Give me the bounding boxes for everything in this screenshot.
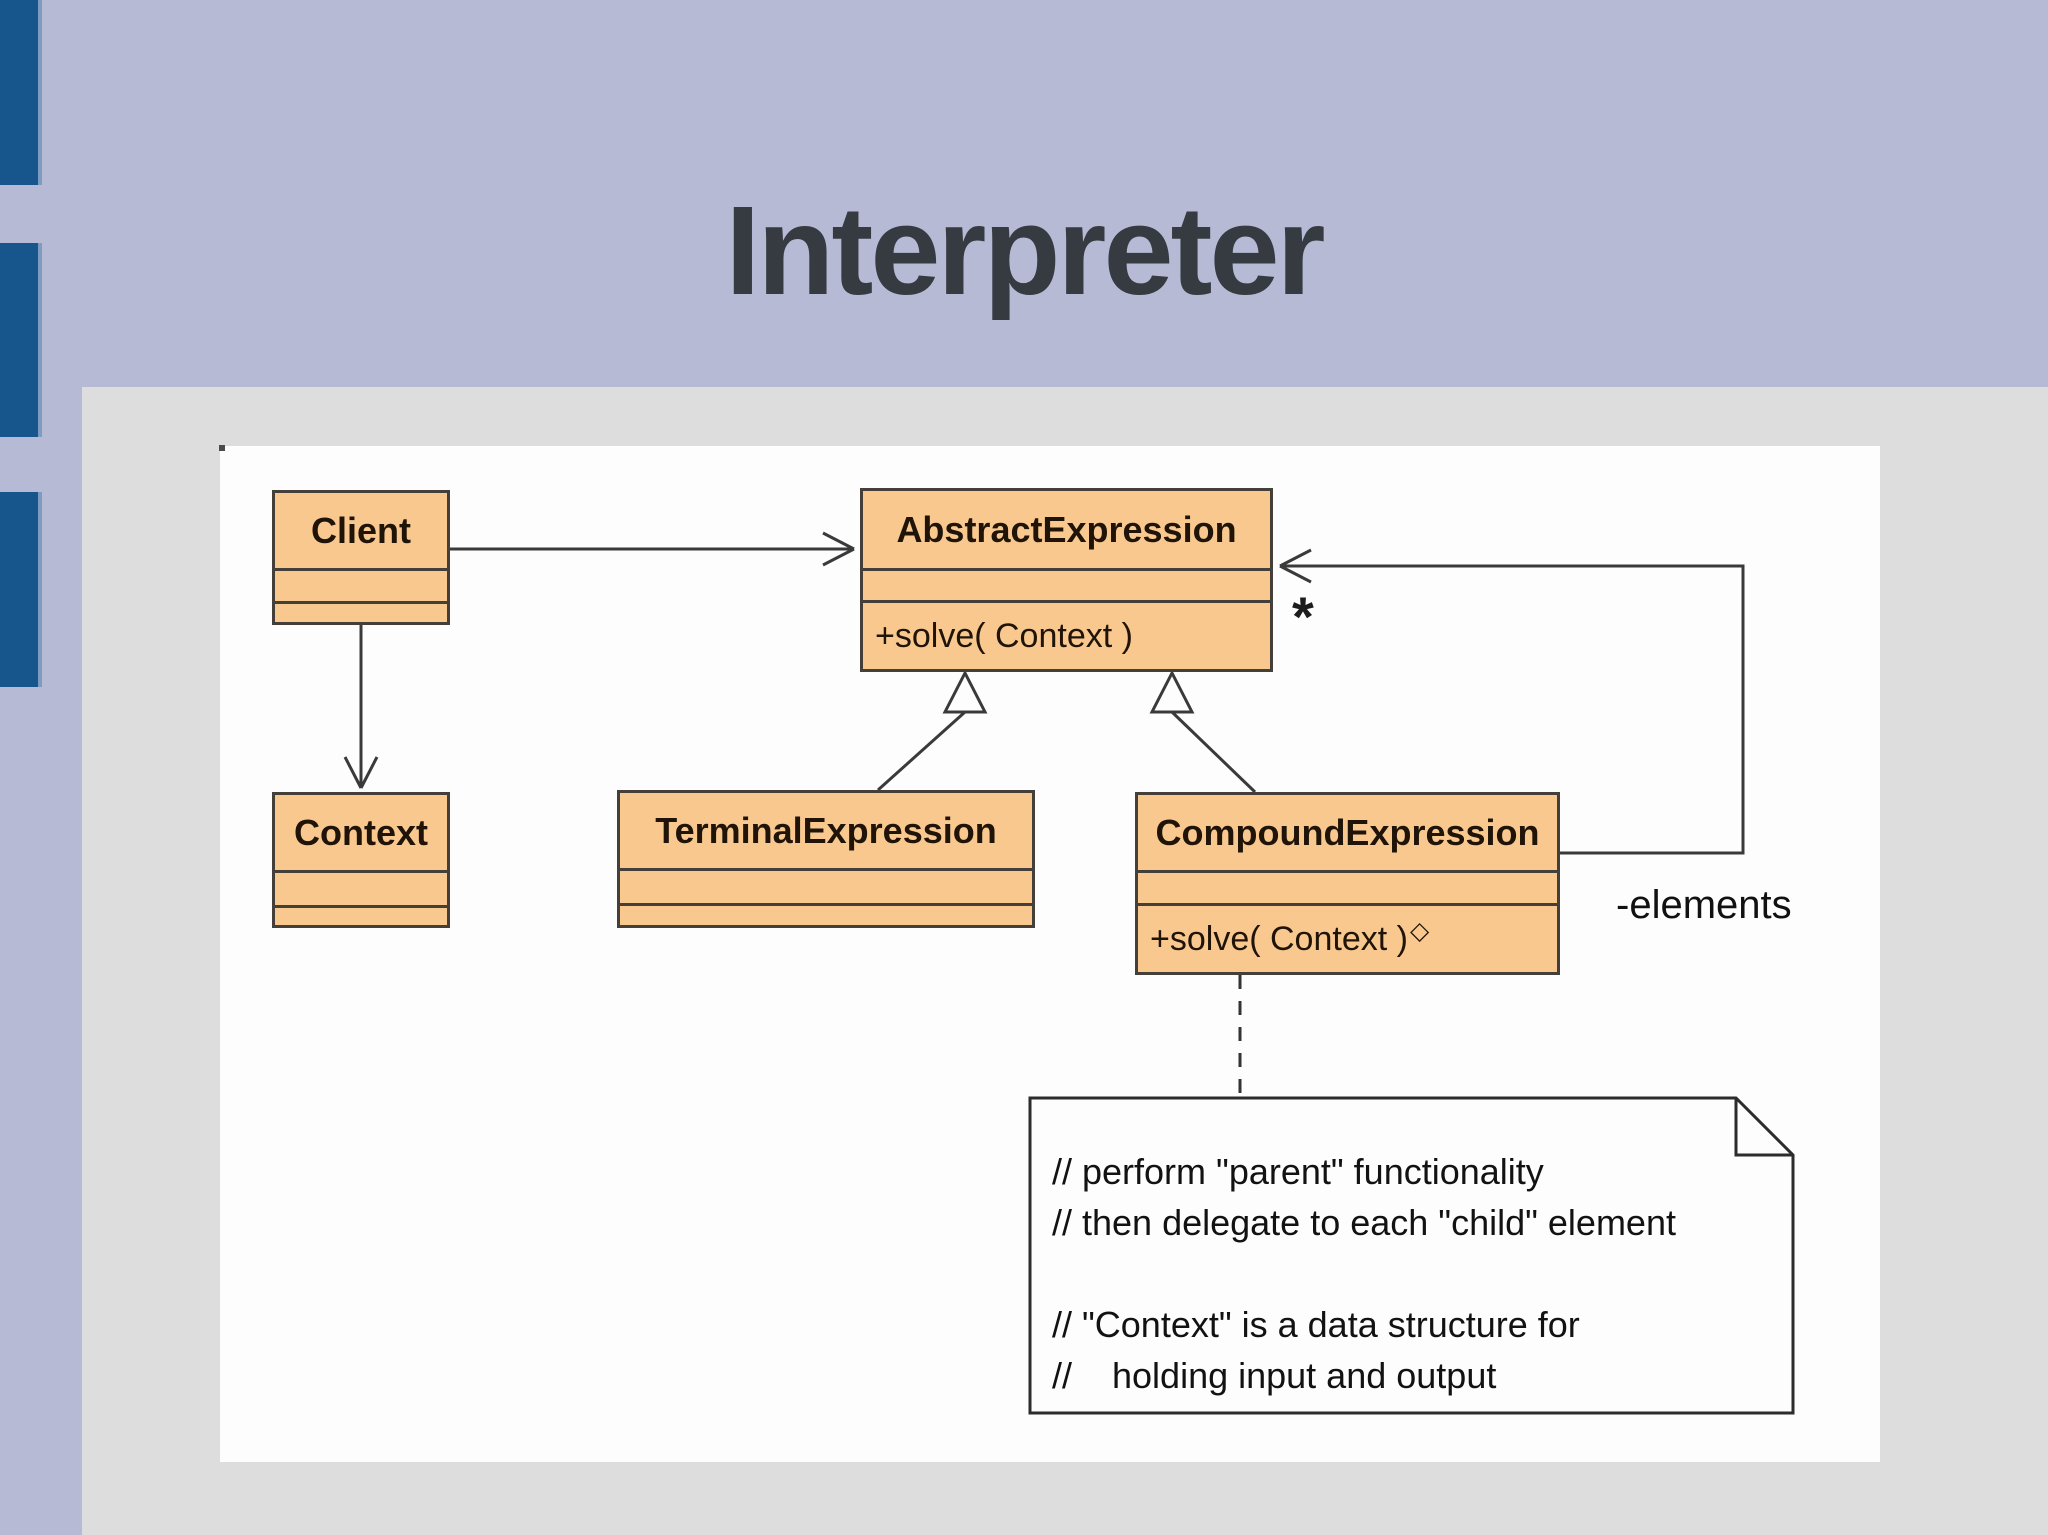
note-line: // perform "parent" functionality — [1052, 1151, 1544, 1192]
class-box-abstract-expression: AbstractExpression +solve( Context ) — [860, 488, 1273, 672]
class-name: Client — [310, 509, 411, 551]
note-line: // then delegate to each "child" element — [1052, 1202, 1676, 1243]
class-attributes-compartment — [620, 868, 1032, 903]
uml-connectors-layer — [343, 531, 1795, 1415]
uml-diagram-canvas: Client AbstractExpression +solve( Contex… — [219, 445, 1880, 1462]
class-name: TerminalExpression — [655, 809, 997, 851]
method-label: +solve( Context ) — [1150, 919, 1408, 958]
left-accent-bar-1 — [0, 0, 42, 185]
uml-note-shape — [1028, 1096, 1795, 1415]
class-name: Context — [294, 811, 428, 853]
class-name: AbstractExpression — [896, 508, 1237, 550]
class-methods-compartment: +solve( Context )◇ — [1138, 903, 1557, 972]
class-box-compound-expression: CompoundExpression +solve( Context )◇ — [1135, 792, 1560, 975]
note-line: // holding input and output — [1052, 1355, 1497, 1396]
left-accent-bar-2 — [0, 243, 42, 437]
multiplicity-star-label: * — [1292, 585, 1314, 648]
generalization-compound-line — [1170, 710, 1257, 794]
page-title: Interpreter — [725, 180, 1325, 321]
arrowhead-down-icon — [343, 756, 379, 789]
generalization-triangle-icon — [942, 669, 988, 714]
class-name: CompoundExpression — [1155, 811, 1540, 853]
generalization-terminal-line — [876, 710, 967, 792]
content-panel: Client AbstractExpression +solve( Contex… — [82, 387, 2048, 1535]
class-methods-compartment — [275, 601, 447, 622]
association-elements-loop — [1280, 564, 1745, 855]
left-accent-bar-3 — [0, 492, 42, 687]
class-methods-compartment: +solve( Context ) — [863, 600, 1270, 669]
class-box-terminal-expression: TerminalExpression — [617, 790, 1035, 928]
class-attributes-compartment — [275, 568, 447, 601]
elements-role-label: -elements — [1616, 883, 1792, 927]
class-attributes-compartment — [863, 568, 1270, 600]
class-methods-compartment — [275, 905, 447, 925]
class-box-client: Client — [272, 490, 450, 625]
corner-artifact-dot — [219, 445, 225, 451]
aggregation-diamond-icon: ◇ — [1409, 917, 1430, 945]
uml-note-fold-icon — [1734, 1098, 1793, 1157]
note-line: // "Context" is a data structure for — [1052, 1304, 1580, 1345]
class-box-context: Context — [272, 792, 450, 928]
generalization-triangle-icon — [1149, 669, 1195, 714]
arrowhead-right-icon — [822, 531, 855, 567]
class-attributes-compartment — [275, 870, 447, 905]
uml-note-text: // perform "parent" functionality // the… — [1052, 1146, 1782, 1401]
class-attributes-compartment — [1138, 870, 1557, 903]
class-methods-compartment — [620, 903, 1032, 925]
note-line — [1052, 1248, 1782, 1299]
arrowhead-left-icon — [1279, 548, 1312, 584]
